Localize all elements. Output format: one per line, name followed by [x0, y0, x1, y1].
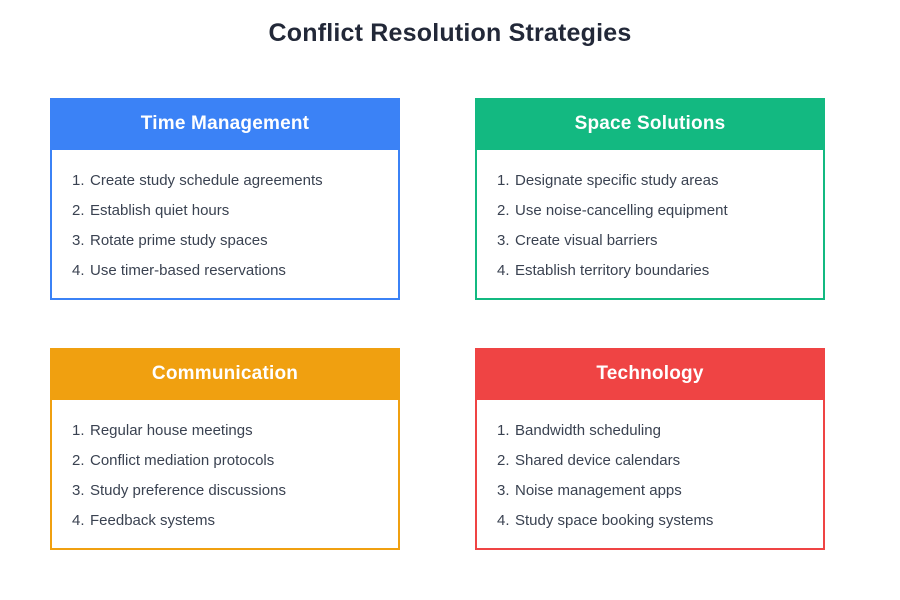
- list-item-number: 4.: [497, 262, 510, 279]
- list-item: 2. Use noise-cancelling equipment: [477, 196, 823, 226]
- list-item-label: Create visual barriers: [515, 232, 658, 249]
- list-item: 3. Rotate prime study spaces: [52, 226, 398, 256]
- list-item-label: Shared device calendars: [515, 452, 681, 469]
- list-item: 4. Establish territory boundaries: [477, 256, 823, 286]
- card-title-time-management: Time Management: [140, 113, 310, 134]
- card-body-space-solutions: 1. Designate specific study areas 2. Use no…: [475, 150, 825, 300]
- list-item-number: 4.: [497, 512, 510, 529]
- card-title-communication: Communication: [151, 363, 299, 384]
- strategy-list-space-solutions: 1. Designate specific study areas 2. Use no…: [477, 166, 823, 286]
- list-item-label: Use timer-based reservations: [90, 262, 286, 279]
- list-item-label: Bandwidth scheduling: [515, 422, 661, 439]
- list-item-label: Feedback systems: [90, 512, 216, 529]
- list-item: 1. Designate specific study areas: [477, 166, 823, 196]
- list-item-label: Study space booking systems: [515, 512, 714, 529]
- card-body-communication: 1. Regular house meetings 2. Conflict media…: [50, 400, 400, 550]
- strategy-list-technology: 1. Bandwidth scheduling 2. Shared device ca…: [477, 416, 823, 536]
- list-item-number: 2.: [497, 202, 510, 219]
- strategy-list-communication: 1. Regular house meetings 2. Conflict media…: [52, 416, 398, 536]
- list-item: 4. Feedback systems: [52, 506, 398, 536]
- list-item-number: 3.: [497, 232, 510, 249]
- list-item-number: 2.: [72, 202, 85, 219]
- card-body-technology: 1. Bandwidth scheduling 2. Shared device ca…: [475, 400, 825, 550]
- strategy-card-communication: Communication 1. Regular house meetings 2. C…: [50, 348, 400, 550]
- list-item-number: 3.: [497, 482, 510, 499]
- list-item-number: 1.: [72, 422, 85, 439]
- list-item: 3. Noise management apps: [477, 476, 823, 506]
- strategy-card-time-management: Time Management 1. Create study schedule a…: [50, 98, 400, 300]
- list-item-number: 1.: [497, 422, 510, 439]
- list-item: 2. Establish quiet hours: [52, 196, 398, 226]
- list-item-number: 2.: [72, 452, 85, 469]
- list-item: 4. Use timer-based reservations: [52, 256, 398, 286]
- strategy-card-grid: Time Management 1. Create study schedule a…: [50, 98, 825, 550]
- card-title-space-solutions: Space Solutions: [574, 113, 726, 134]
- list-item-number: 4.: [72, 512, 85, 529]
- card-header-communication: Communication: [50, 348, 400, 400]
- card-body-time-management: 1. Create study schedule agreements 2. Esta…: [50, 150, 400, 300]
- list-item-label: Establish territory boundaries: [515, 262, 710, 279]
- list-item: 1. Regular house meetings: [52, 416, 398, 446]
- list-item-label: Study preference discussions: [90, 482, 286, 499]
- list-item: 1. Create study schedule agreements: [52, 166, 398, 196]
- list-item: 2. Conflict mediation protocols: [52, 446, 398, 476]
- list-item-label: Conflict mediation protocols: [90, 452, 275, 469]
- list-item-label: Establish quiet hours: [90, 202, 230, 219]
- list-item-number: 1.: [497, 172, 510, 189]
- list-item-label: Create study schedule agreements: [90, 172, 323, 189]
- list-item-label: Use noise-cancelling equipment: [515, 202, 728, 219]
- page-title: Conflict Resolution Strategies: [268, 19, 632, 47]
- list-item-label: Noise management apps: [515, 482, 682, 499]
- strategy-list-time-management: 1. Create study schedule agreements 2. Esta…: [52, 166, 398, 286]
- list-item-label: Designate specific study areas: [515, 172, 719, 189]
- list-item-number: 4.: [72, 262, 85, 279]
- list-item: 1. Bandwidth scheduling: [477, 416, 823, 446]
- card-header-space-solutions: Space Solutions: [475, 98, 825, 150]
- card-title-technology: Technology: [596, 363, 704, 384]
- list-item-number: 3.: [72, 232, 85, 249]
- list-item: 4. Study space booking systems: [477, 506, 823, 536]
- list-item-number: 3.: [72, 482, 85, 499]
- card-header-technology: Technology: [475, 348, 825, 400]
- list-item: 3. Study preference discussions: [52, 476, 398, 506]
- card-header-time-management: Time Management: [50, 98, 400, 150]
- strategy-card-space-solutions: Space Solutions 1. Designate specific stud…: [475, 98, 825, 300]
- list-item: 3. Create visual barriers: [477, 226, 823, 256]
- list-item-number: 1.: [72, 172, 85, 189]
- list-item-label: Rotate prime study spaces: [90, 232, 268, 249]
- list-item-label: Regular house meetings: [90, 422, 253, 439]
- list-item-number: 2.: [497, 452, 510, 469]
- strategy-card-technology: Technology 1. Bandwidth scheduling 2. Shared…: [475, 348, 825, 550]
- list-item: 2. Shared device calendars: [477, 446, 823, 476]
